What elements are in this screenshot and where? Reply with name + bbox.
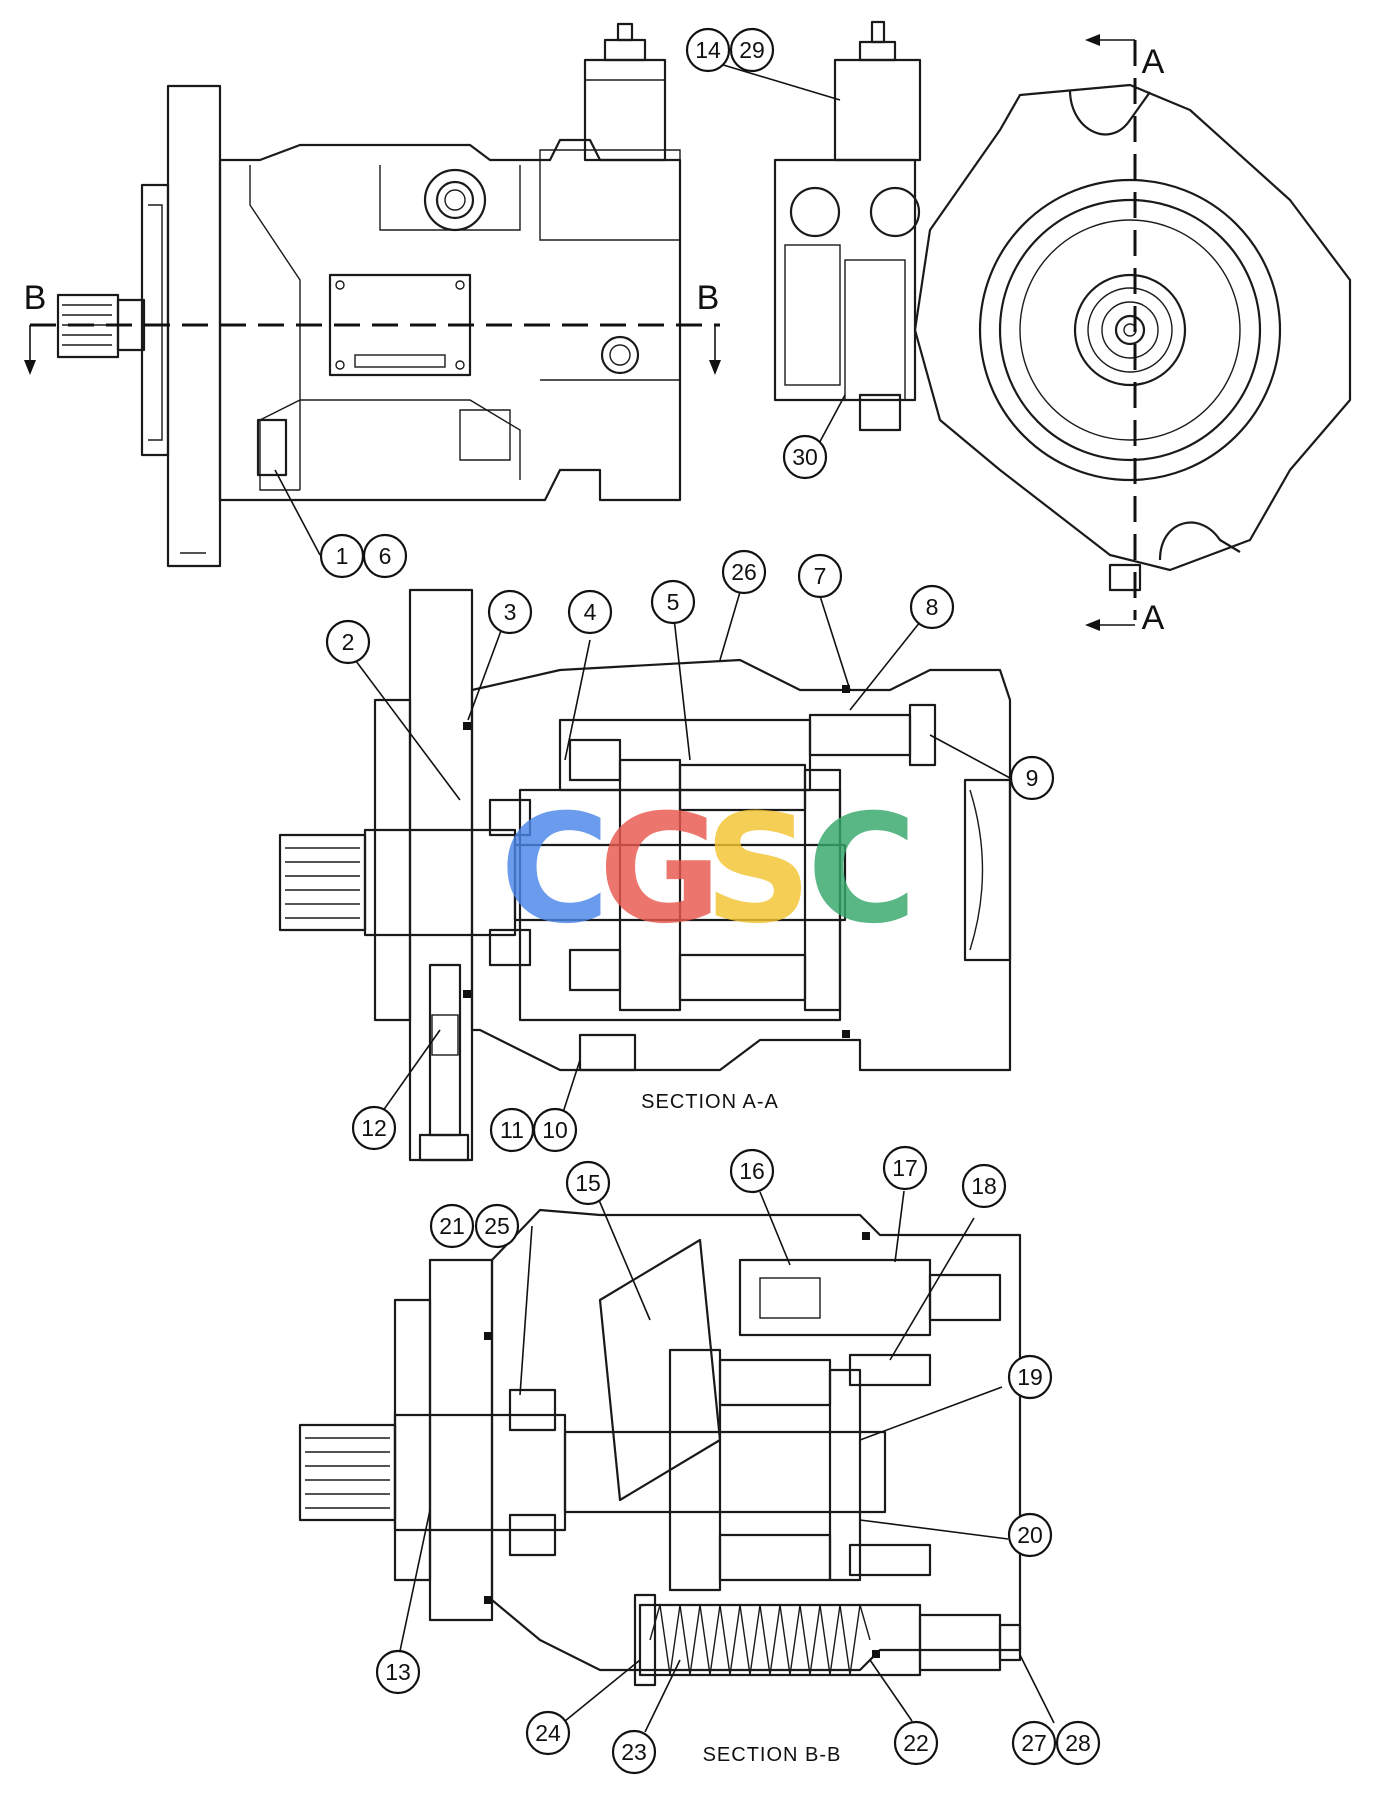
svg-text:6: 6 bbox=[379, 543, 392, 569]
svg-text:29: 29 bbox=[739, 37, 765, 63]
callout-12: 12 bbox=[351, 1105, 397, 1151]
callout-28: 28 bbox=[1055, 1720, 1101, 1766]
svg-text:16: 16 bbox=[739, 1158, 765, 1184]
section-a-a-title: SECTION A-A bbox=[641, 1091, 779, 1113]
svg-text:12: 12 bbox=[361, 1115, 387, 1141]
section-b-b bbox=[298, 1208, 1022, 1687]
callout-3: 3 bbox=[487, 589, 533, 635]
callout-17: 17 bbox=[882, 1145, 928, 1191]
section-a-a bbox=[278, 588, 1012, 1162]
svg-text:28: 28 bbox=[1065, 1730, 1091, 1756]
callout-18: 18 bbox=[961, 1163, 1007, 1209]
cut-letter-a-bottom: A bbox=[1142, 599, 1165, 637]
callout-22: 22 bbox=[893, 1720, 939, 1766]
svg-text:21: 21 bbox=[439, 1213, 465, 1239]
callout-10: 10 bbox=[532, 1107, 578, 1153]
callout-23: 23 bbox=[611, 1729, 657, 1775]
callout-26: 26 bbox=[721, 549, 767, 595]
svg-text:14: 14 bbox=[695, 37, 721, 63]
section-b-b-title: SECTION B-B bbox=[703, 1744, 842, 1766]
callout-4: 4 bbox=[567, 589, 613, 635]
leader-lines bbox=[274, 60, 1055, 1733]
svg-text:10: 10 bbox=[542, 1117, 568, 1143]
svg-text:1: 1 bbox=[336, 543, 349, 569]
svg-text:20: 20 bbox=[1017, 1522, 1043, 1548]
svg-text:27: 27 bbox=[1021, 1730, 1047, 1756]
svg-text:8: 8 bbox=[926, 594, 939, 620]
cut-letter-a-top: A bbox=[1142, 43, 1165, 81]
callout-1: 1 bbox=[319, 533, 365, 579]
callout-9: 9 bbox=[1009, 755, 1055, 801]
svg-text:30: 30 bbox=[792, 444, 818, 470]
callout-14: 14 bbox=[685, 27, 731, 73]
callout-15: 15 bbox=[565, 1160, 611, 1206]
callout-5: 5 bbox=[650, 579, 696, 625]
watermark: C G S C bbox=[500, 783, 917, 957]
callout-19: 19 bbox=[1007, 1354, 1053, 1400]
svg-text:2: 2 bbox=[342, 629, 355, 655]
end-view bbox=[773, 20, 1352, 631]
watermark-letter: C bbox=[807, 783, 917, 957]
svg-text:13: 13 bbox=[385, 1659, 411, 1685]
svg-text:26: 26 bbox=[731, 559, 757, 585]
callout-8: 8 bbox=[909, 584, 955, 630]
callout-21: 21 bbox=[429, 1203, 475, 1249]
callout-20: 20 bbox=[1007, 1512, 1053, 1558]
svg-text:3: 3 bbox=[504, 599, 517, 625]
callout-24: 24 bbox=[525, 1710, 571, 1756]
watermark-letter: C bbox=[500, 783, 610, 957]
callout-30: 30 bbox=[782, 434, 828, 480]
svg-text:25: 25 bbox=[484, 1213, 510, 1239]
callout-2: 2 bbox=[325, 619, 371, 665]
callout-13: 13 bbox=[375, 1649, 421, 1695]
callout-6: 6 bbox=[362, 533, 408, 579]
cut-letter-b-right: B bbox=[697, 279, 720, 317]
svg-text:9: 9 bbox=[1026, 765, 1039, 791]
callout-7: 7 bbox=[797, 553, 843, 599]
svg-text:18: 18 bbox=[971, 1173, 997, 1199]
side-view bbox=[24, 22, 721, 568]
svg-text:24: 24 bbox=[535, 1720, 561, 1746]
callout-11: 11 bbox=[489, 1107, 535, 1153]
svg-text:11: 11 bbox=[500, 1117, 524, 1143]
svg-text:5: 5 bbox=[667, 589, 680, 615]
callout-25: 25 bbox=[474, 1203, 520, 1249]
callout-16: 16 bbox=[729, 1148, 775, 1194]
svg-text:7: 7 bbox=[814, 563, 827, 589]
svg-text:15: 15 bbox=[575, 1170, 601, 1196]
svg-text:4: 4 bbox=[584, 599, 597, 625]
watermark-letter: S bbox=[704, 783, 812, 957]
watermark-letter: G bbox=[598, 783, 721, 957]
svg-text:19: 19 bbox=[1017, 1364, 1043, 1390]
callout-27: 27 bbox=[1011, 1720, 1057, 1766]
svg-text:23: 23 bbox=[621, 1739, 647, 1765]
cut-letter-b-left: B bbox=[24, 279, 47, 317]
callout-29: 29 bbox=[729, 27, 775, 73]
svg-text:17: 17 bbox=[892, 1155, 918, 1181]
svg-text:22: 22 bbox=[903, 1730, 929, 1756]
